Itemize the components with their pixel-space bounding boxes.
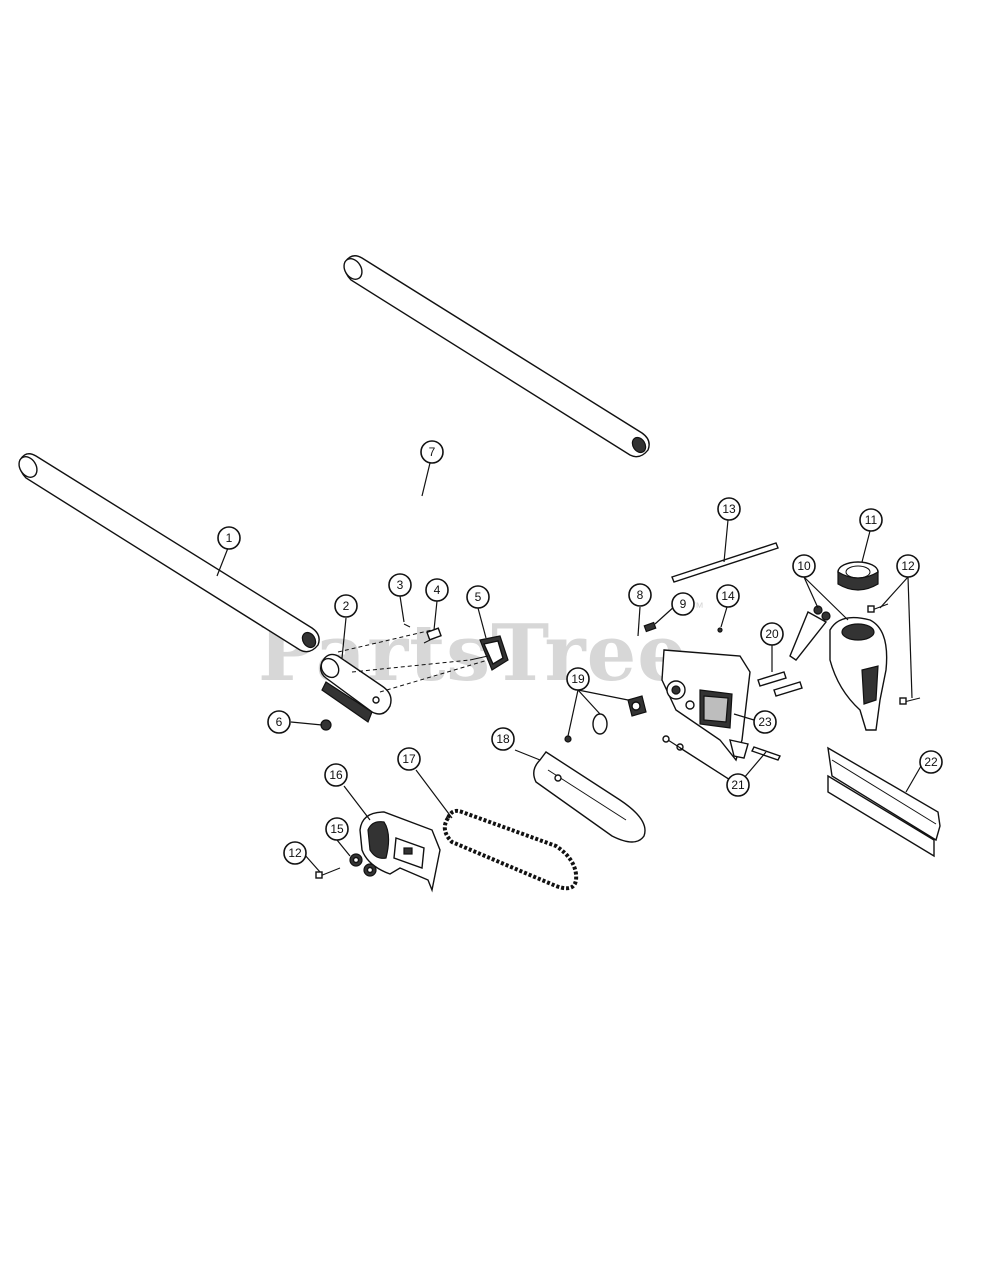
part-17-chain bbox=[442, 808, 579, 891]
svg-text:3: 3 bbox=[397, 578, 404, 592]
part-14-pin bbox=[717, 627, 723, 633]
part-1-lower-shaft bbox=[18, 453, 320, 653]
svg-text:11: 11 bbox=[865, 513, 878, 527]
callout-19: 19 bbox=[566, 667, 590, 691]
svg-text:13: 13 bbox=[722, 502, 736, 516]
callout-8: 8 bbox=[628, 583, 652, 607]
part-4-screw bbox=[423, 627, 442, 644]
callout-10: 10 bbox=[792, 554, 816, 578]
callout-6: 6 bbox=[267, 710, 291, 734]
svg-text:12: 12 bbox=[288, 846, 302, 860]
svg-text:21: 21 bbox=[731, 778, 745, 792]
part-9-screw bbox=[643, 621, 657, 633]
svg-text:15: 15 bbox=[330, 822, 344, 836]
svg-text:17: 17 bbox=[402, 752, 416, 766]
svg-text:14: 14 bbox=[721, 589, 735, 603]
callout-4: 4 bbox=[425, 578, 449, 602]
watermark-text: PartsTree bbox=[258, 608, 688, 699]
part-13-rod bbox=[671, 542, 779, 583]
part-15-nuts bbox=[349, 853, 377, 877]
callout-9: 9 bbox=[671, 592, 695, 616]
svg-text:22: 22 bbox=[924, 755, 938, 769]
part-22-scabbard bbox=[827, 746, 941, 858]
part-7-upper-shaft bbox=[343, 255, 650, 458]
part-16-clutch-cover bbox=[359, 811, 441, 893]
part-3-pin bbox=[403, 623, 411, 628]
callout-17: 17 bbox=[397, 747, 421, 771]
svg-text:23: 23 bbox=[758, 715, 772, 729]
part-21-screws bbox=[662, 735, 781, 761]
callout-12-lower: 12 bbox=[283, 841, 307, 865]
svg-text:9: 9 bbox=[680, 597, 687, 611]
callout-14: 14 bbox=[716, 584, 740, 608]
part-12-screw-lower bbox=[315, 867, 341, 879]
callout-20: 20 bbox=[760, 622, 784, 646]
svg-text:6: 6 bbox=[276, 715, 283, 729]
callout-21: 21 bbox=[726, 773, 750, 797]
part-23-gear-housing bbox=[661, 649, 751, 762]
svg-text:10: 10 bbox=[797, 559, 811, 573]
svg-text:7: 7 bbox=[429, 445, 436, 459]
part-12-screw-upper bbox=[867, 603, 921, 705]
callout-1: 1 bbox=[217, 526, 241, 550]
svg-text:18: 18 bbox=[496, 732, 510, 746]
callout-5: 5 bbox=[466, 585, 490, 609]
callout-23: 23 bbox=[753, 710, 777, 734]
part-20-bolts bbox=[757, 671, 803, 697]
svg-text:1: 1 bbox=[226, 531, 233, 545]
part-11-cap bbox=[837, 561, 879, 591]
svg-text:2: 2 bbox=[343, 599, 350, 613]
svg-text:5: 5 bbox=[475, 590, 482, 604]
svg-text:20: 20 bbox=[765, 627, 779, 641]
callout-18: 18 bbox=[491, 727, 515, 751]
svg-text:12: 12 bbox=[901, 559, 915, 573]
callout-11: 11 bbox=[859, 508, 883, 532]
callout-13: 13 bbox=[717, 497, 741, 521]
svg-text:4: 4 bbox=[434, 583, 441, 597]
part-6-nut bbox=[320, 719, 332, 731]
svg-text:16: 16 bbox=[329, 768, 343, 782]
part-19-sprocket bbox=[564, 695, 647, 743]
callout-16: 16 bbox=[324, 763, 348, 787]
svg-text:19: 19 bbox=[571, 672, 585, 686]
callout-12: 12 bbox=[896, 554, 920, 578]
callout-15: 15 bbox=[325, 817, 349, 841]
callout-2: 2 bbox=[334, 594, 358, 618]
callout-3: 3 bbox=[388, 573, 412, 597]
callout-22: 22 bbox=[919, 750, 943, 774]
callout-7: 7 bbox=[420, 440, 444, 464]
part-5-knob bbox=[469, 635, 509, 671]
part-10-oil-tank bbox=[789, 605, 888, 731]
part-18-guide-bar bbox=[533, 751, 646, 843]
svg-text:8: 8 bbox=[637, 588, 644, 602]
part-2-coupler bbox=[319, 653, 392, 723]
